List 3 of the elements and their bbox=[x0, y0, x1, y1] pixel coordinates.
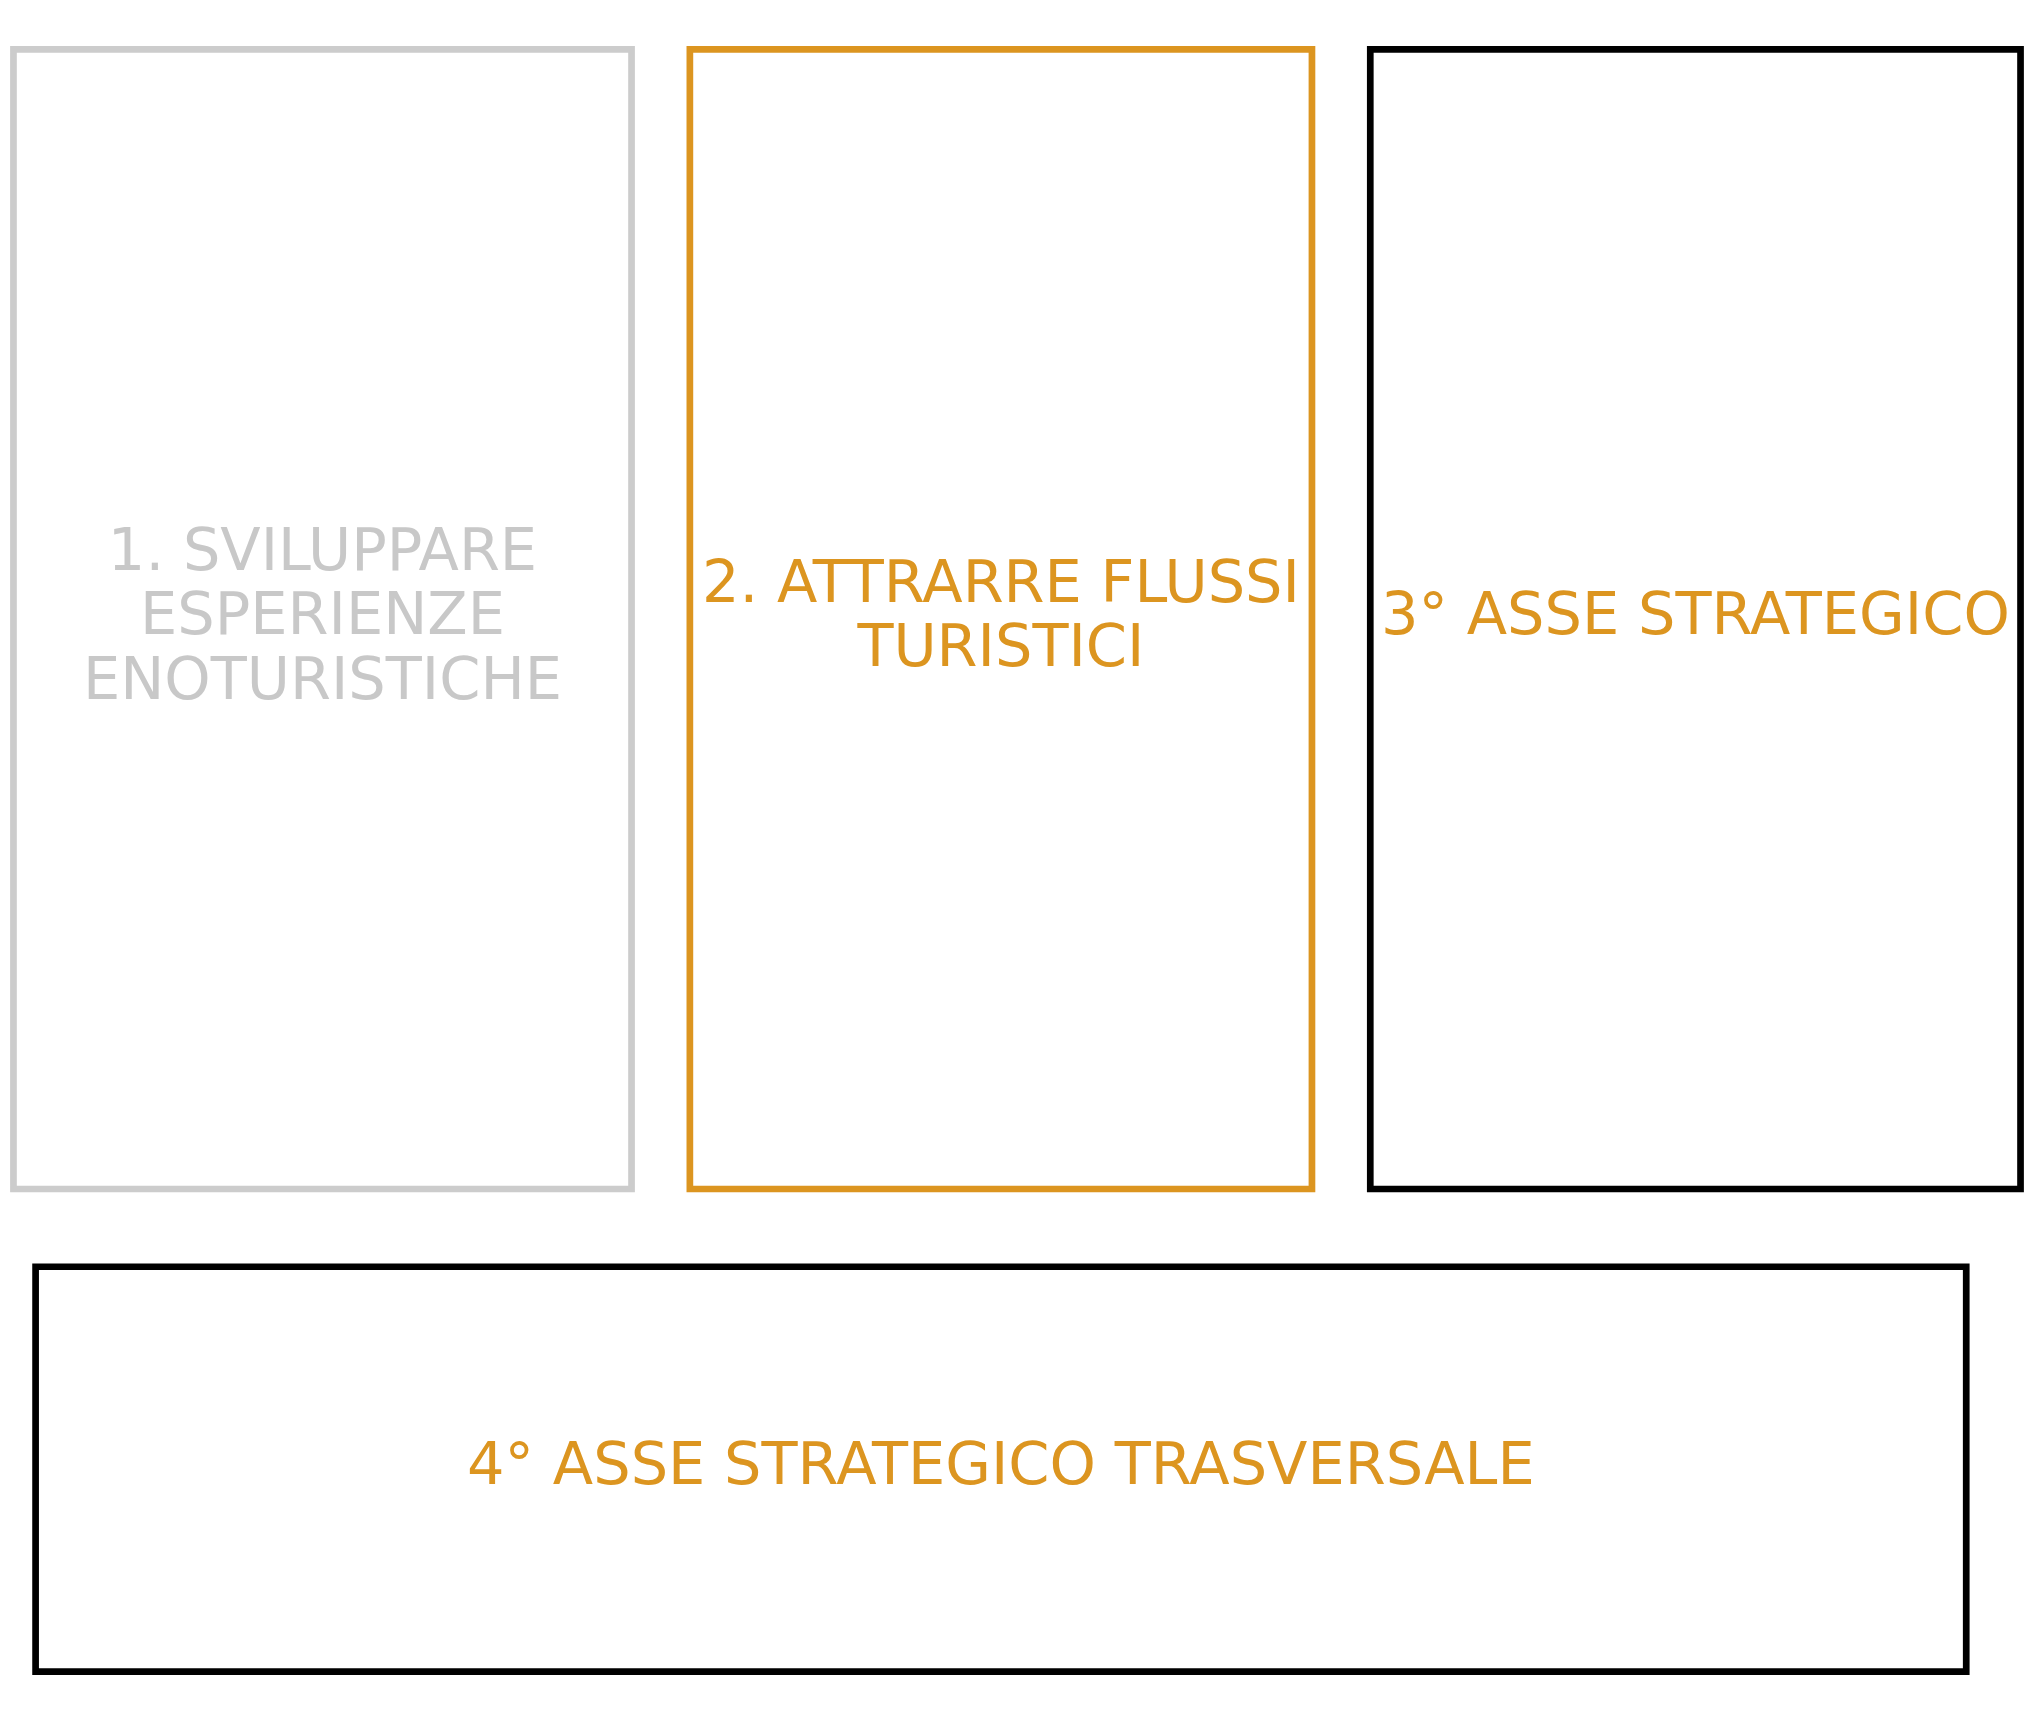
node-box: 2. ATTRARRE FLUSSI TURISTICI bbox=[686, 45, 1316, 1192]
node-box: 4° ASSE STRATEGICO TRASVERSALE bbox=[32, 1262, 1970, 1675]
node-box: 3° ASSE STRATEGICO bbox=[1366, 45, 2024, 1192]
